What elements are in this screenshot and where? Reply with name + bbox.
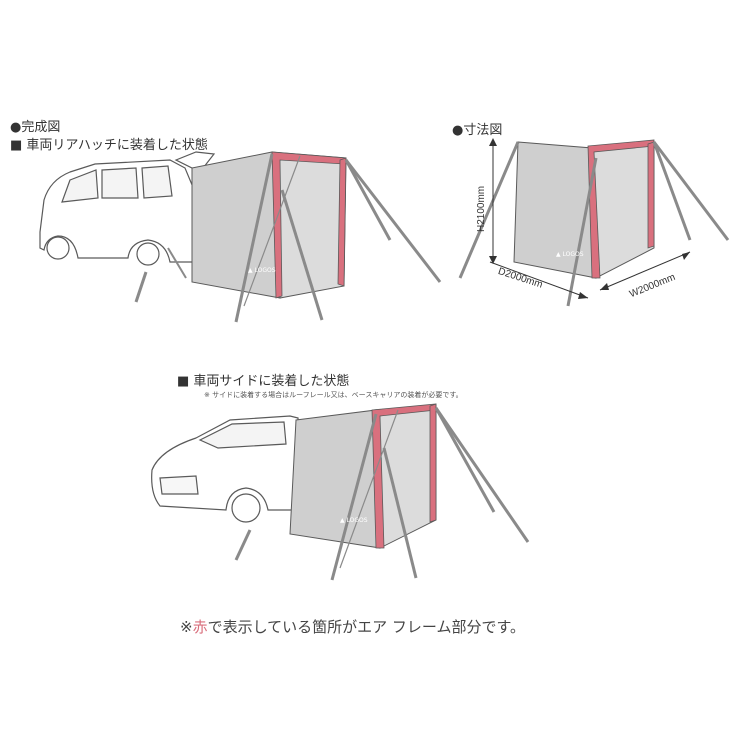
guy-pole xyxy=(243,155,301,307)
tent-back-panel xyxy=(289,409,381,549)
side-mount-subtitle: ■ 車両サイドに装着した状態 xyxy=(177,374,350,389)
width-dimension-line xyxy=(599,251,691,291)
guy-pole xyxy=(167,247,187,279)
complete-diagram-title: ●完成図 xyxy=(10,120,61,135)
side-mount-tent: ▲ LOGOS xyxy=(289,403,530,581)
air-frame-note: ※赤で表示している箇所がエア フレーム部分です。 xyxy=(180,620,525,635)
van-wheel xyxy=(136,242,160,266)
rear-hatch-subtitle: ■ 車両リアハッチに装着した状態 xyxy=(10,138,208,153)
dimension-diagram-title: ●寸法図 xyxy=(452,123,503,138)
air-frame-note-prefix: ※ xyxy=(180,618,193,636)
guy-pole xyxy=(330,413,378,581)
tent-logo: ▲ LOGOS xyxy=(340,517,368,524)
air-frame xyxy=(647,141,655,249)
air-frame-note-red: 赤 xyxy=(192,618,208,636)
tent-logo: ▲ LOGOS xyxy=(248,267,276,274)
height-label: H2100mm xyxy=(476,185,487,232)
guy-pole xyxy=(382,447,418,579)
minivan-grille xyxy=(159,475,199,495)
guy-pole xyxy=(234,153,274,323)
side-mount-note: ※ サイドに装着する場合はルーフレール又は、ベースキャリアの装着が必要です。 xyxy=(204,391,463,399)
arrow-head xyxy=(600,283,609,290)
guy-pole xyxy=(652,141,730,241)
tent-side-panel xyxy=(591,141,655,279)
rear-hatch-tent: ▲ LOGOS xyxy=(191,151,442,323)
guy-pole xyxy=(234,529,252,561)
air-frame-note-suffix: で表示している箇所がエア フレーム部分です。 xyxy=(207,618,525,636)
guy-pole xyxy=(434,407,496,513)
air-frame xyxy=(337,157,347,287)
van-wheel xyxy=(46,236,70,260)
dimension-illustration: ▲ LOGOS xyxy=(458,138,730,307)
guy-pole xyxy=(344,159,442,283)
depth-dimension-line xyxy=(489,261,589,299)
guy-pole xyxy=(566,157,598,307)
guy-pole xyxy=(458,141,520,279)
arrow-head xyxy=(578,292,588,299)
minivan-wheel xyxy=(231,493,261,523)
air-frame xyxy=(587,139,655,279)
guy-pole xyxy=(344,159,392,241)
guy-pole xyxy=(652,141,692,241)
minivan-windshield xyxy=(198,421,287,449)
tent-logo: ▲ LOGOS xyxy=(556,251,584,258)
arrow-head xyxy=(489,138,497,146)
arrow-head xyxy=(682,252,690,260)
arrow-head xyxy=(489,256,497,264)
van-window xyxy=(101,167,139,199)
guy-pole xyxy=(134,271,148,303)
side-mount-illustration xyxy=(151,415,299,561)
van-window xyxy=(61,169,99,203)
guy-pole xyxy=(339,409,399,569)
van-window xyxy=(141,165,173,199)
rear-hatch-illustration xyxy=(39,151,216,303)
guy-pole xyxy=(434,407,530,543)
guy-pole xyxy=(280,189,324,321)
tent-back-panel xyxy=(513,141,597,279)
air-frame xyxy=(429,403,437,523)
